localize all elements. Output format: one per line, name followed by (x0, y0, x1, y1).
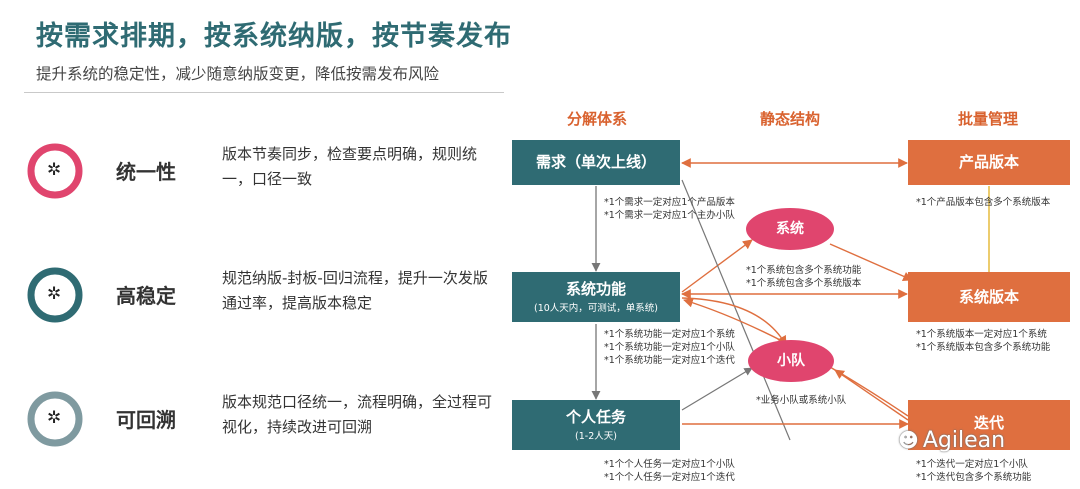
note-line: *1个迭代一定对应1个小队 (916, 459, 1028, 470)
node-system-feature: 系统功能 (10人天内，可测试，单系统) (512, 272, 680, 322)
note-task: *1个个人任务一定对应1个小队 *1个个人任务一定对应1个迭代 (604, 458, 735, 484)
note-line: *1个个人任务一定对应1个小队 (604, 459, 735, 470)
node-product-version: 产品版本 (908, 140, 1070, 185)
line-req-diagonal (681, 179, 791, 441)
note-line: *业务小队或系统小队 (756, 395, 847, 406)
column-heading-decompose: 分解体系 (567, 110, 628, 128)
arrow-iteration-team (834, 369, 909, 421)
note-line: *1个系统功能一定对应1个小队 (604, 342, 735, 353)
feature-desc: 版本规范口径统一，流程明确，全过程可视化，持续改进可回溯 (222, 393, 493, 436)
feature-desc: 版本节奏同步，检查要点明确，规则统一，口径一致 (222, 145, 478, 188)
node-system-label: 系统 (776, 221, 804, 237)
note-line: *1个迭代包含多个系统功能 (916, 472, 1032, 483)
note-line: *1个系统功能一定对应1个迭代 (604, 355, 735, 366)
note-line: *1个系统包含多个系统功能 (746, 265, 862, 276)
feature-name: 高稳定 (116, 284, 176, 308)
node-task-label: 个人任务 (565, 408, 626, 426)
arrow-feature-team (681, 297, 787, 346)
feature-ring-unity (27, 143, 83, 199)
note-line: *1个需求一定对应1个主办小队 (604, 210, 735, 221)
note-line: *1个系统版本包含多个系统功能 (916, 342, 1051, 353)
page-subtitle: 提升系统的稳定性，减少随意纳版变更，降低按需发布风险 (36, 65, 440, 83)
feature-stability: ✲ 高稳定 规范纳版-封板-回归流程，提升一次发版通过率，提高版本稳定 (26, 266, 496, 336)
note-feature: *1个系统功能一定对应1个系统 *1个系统功能一定对应1个小队 *1个系统功能一… (604, 328, 735, 367)
note-line: *1个系统包含多个系统版本 (746, 278, 862, 289)
feature-name: 统一性 (116, 160, 176, 184)
node-system-feature-label: 系统功能 (565, 280, 626, 298)
node-system-version-label: 系统版本 (958, 288, 1019, 306)
watermark: ☻Agilean (898, 428, 1005, 453)
feature-traceable: ✲ 可回溯 版本规范口径统一，流程明确，全过程可视化，持续改进可回溯 (26, 390, 496, 460)
node-requirement-label: 需求（单次上线） (535, 153, 656, 171)
node-task: 个人任务 (1-2人天) (512, 400, 680, 450)
gear-icon: ✲ (47, 160, 62, 180)
wechat-icon: ☻ (898, 428, 919, 452)
node-iteration-label: 迭代 (973, 414, 1004, 432)
arrow-feature-system (681, 239, 753, 293)
note-line: *1个产品版本包含多个系统版本 (916, 197, 1051, 208)
note-req: *1个需求一定对应1个产品版本 *1个需求一定对应1个主办小队 (604, 196, 735, 222)
node-requirement: 需求（单次上线） (512, 140, 680, 185)
note-system: *1个系统包含多个系统功能 *1个系统包含多个系统版本 (746, 264, 861, 290)
note-system-version: *1个系统版本一定对应1个系统 *1个系统版本包含多个系统功能 (916, 328, 1050, 354)
feature-desc: 规范纳版-封板-回归流程，提升一次发版通过率，提高版本稳定 (222, 269, 488, 312)
divider (24, 92, 504, 93)
node-team: 小队 (748, 340, 834, 382)
node-system-feature-sub: (10人天内，可测试，单系统) (533, 303, 658, 314)
watermark-text: Agilean (922, 428, 1006, 453)
note-line: *1个系统功能一定对应1个系统 (604, 329, 735, 340)
feature-ring-stability (27, 267, 83, 323)
column-heading-batch: 批量管理 (958, 110, 1019, 128)
arrow-task-team (681, 367, 753, 411)
feature-name: 可回溯 (116, 408, 176, 432)
note-iteration: *1个迭代一定对应1个小队 *1个迭代包含多个系统功能 (916, 458, 1031, 484)
note-product-version: *1个产品版本包含多个系统版本 (916, 196, 1050, 209)
node-product-version-label: 产品版本 (958, 153, 1019, 171)
node-team-label: 小队 (777, 353, 805, 369)
node-system: 系统 (746, 208, 834, 250)
node-task-sub: (1-2人天) (575, 431, 617, 442)
page-title: 按需求排期，按系统纳版，按节奏发布 (36, 21, 512, 52)
note-line: *1个系统版本一定对应1个系统 (916, 329, 1047, 340)
note-line: *1个个人任务一定对应1个迭代 (604, 472, 735, 483)
column-heading-static: 静态结构 (760, 110, 821, 128)
node-iteration: 迭代 (908, 400, 1070, 450)
note-team: *业务小队或系统小队 (756, 394, 846, 407)
feature-ring-traceable (27, 391, 83, 447)
arrow-system-sysversion (829, 243, 913, 281)
note-line: *1个需求一定对应1个产品版本 (604, 197, 735, 208)
node-system-version: 系统版本 (908, 272, 1070, 322)
feature-unity: ✲ 统一性 版本节奏同步，检查要点明确，规则统一，口径一致 (26, 142, 496, 212)
gear-icon: ✲ (47, 284, 62, 304)
gear-icon: ✲ (47, 408, 62, 428)
